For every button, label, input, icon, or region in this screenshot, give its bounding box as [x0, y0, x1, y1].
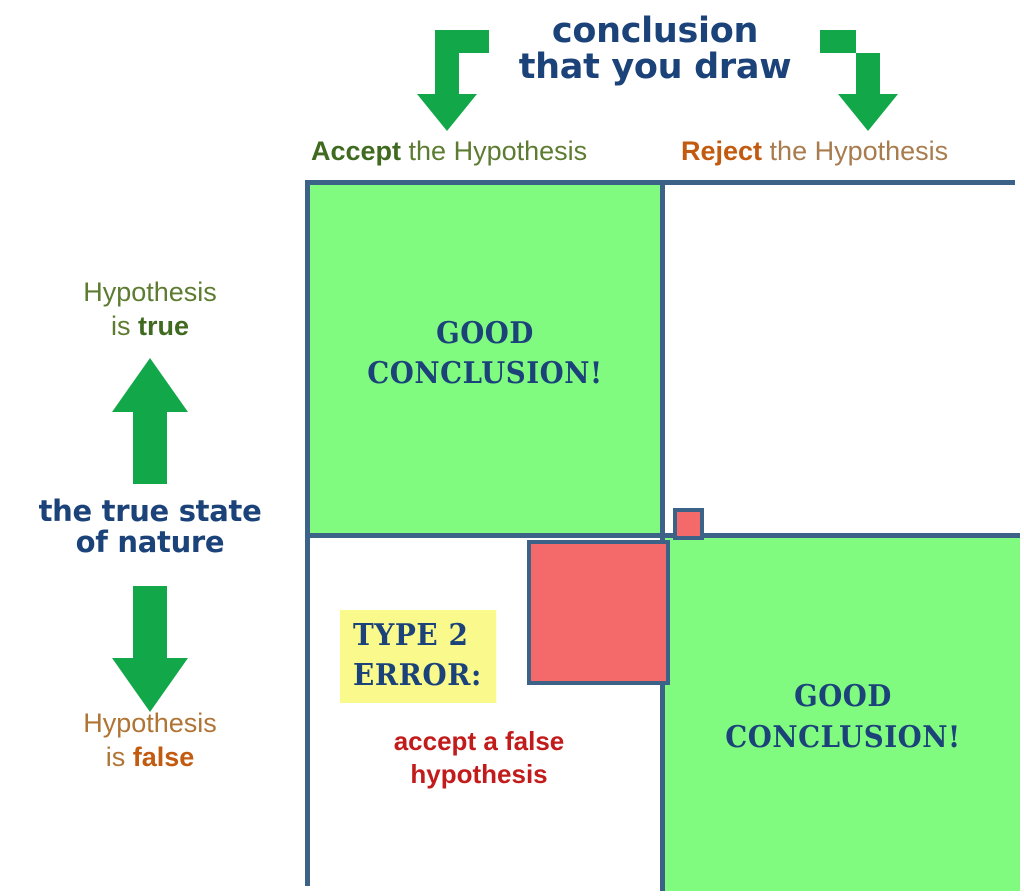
decision-matrix: GOOD CONCLUSION! TYPE 1 ERROR: reject a … [305, 180, 1020, 891]
type2-title-line2: ERROR: [353, 657, 482, 693]
cell-reject-false-good-conclusion: GOOD CONCLUSION! [665, 538, 1020, 891]
arrow-nature-down-icon [112, 586, 188, 712]
type2-error-title: TYPE 2 ERROR: [340, 610, 497, 704]
good-conclusion-label-bottom-right: GOOD CONCLUSION! [725, 677, 960, 758]
axis-title-line1: the true state [38, 494, 262, 528]
column-header-reject-rest: the Hypothesis [762, 136, 949, 166]
row-label-true-strong: true [137, 310, 189, 341]
row-label-false-prefix: is [105, 741, 133, 772]
good-conclusion-tl-line2: CONCLUSION! [367, 356, 603, 391]
good-conclusion-br-line1: GOOD [793, 679, 892, 714]
arrow-conclusion-right-icon [820, 30, 898, 131]
type1-error-marker [673, 508, 704, 540]
column-header-reject-strong: Reject [681, 136, 763, 166]
page-title-line2: that you draw [518, 46, 792, 87]
row-label-false-strong: false [132, 741, 195, 772]
type2-error-marker [527, 540, 670, 685]
cell-reject-true-type1-error: TYPE 1 ERROR: reject a true hypothesis [665, 185, 1020, 538]
page-title-line1: conclusion [551, 11, 759, 51]
good-conclusion-tl-line1: GOOD [436, 315, 534, 351]
type2-error-block: TYPE 2 ERROR: accept a false hypothesis [340, 610, 640, 791]
row-label-true-line1: Hypothesis [83, 277, 217, 307]
row-label-false-line1: Hypothesis [83, 708, 217, 738]
axis-title-line2: of nature [75, 525, 225, 560]
axis-title-true-state-of-nature: the true state of nature [0, 494, 300, 560]
column-header-accept: Accept the Hypothesis [311, 136, 587, 167]
cell-accept-true-good-conclusion: GOOD CONCLUSION! [310, 185, 665, 538]
cell-accept-false-type2-error: TYPE 2 ERROR: accept a false hypothesis [310, 538, 665, 891]
column-header-accept-rest: the Hypothesis [401, 136, 588, 166]
arrow-nature-up-icon [112, 358, 188, 484]
page-title: conclusion that you draw [480, 11, 830, 87]
good-conclusion-br-line2: CONCLUSION! [724, 719, 961, 755]
row-label-true-prefix: is [110, 310, 138, 341]
arrow-conclusion-left-icon [417, 30, 489, 131]
type2-sub-line1: accept a false [393, 726, 565, 757]
column-header-reject: Reject the Hypothesis [681, 136, 948, 167]
row-label-hypothesis-true: Hypothesis is true [0, 276, 300, 344]
row-label-hypothesis-false: Hypothesis is false [0, 707, 300, 775]
type2-title-line1: TYPE 2 [353, 618, 469, 653]
good-conclusion-label-top-left: GOOD CONCLUSION! [367, 314, 602, 395]
type2-error-description: accept a false hypothesis [344, 725, 614, 791]
column-header-accept-strong: Accept [311, 136, 402, 166]
type2-sub-line2: hypothesis [410, 758, 548, 789]
